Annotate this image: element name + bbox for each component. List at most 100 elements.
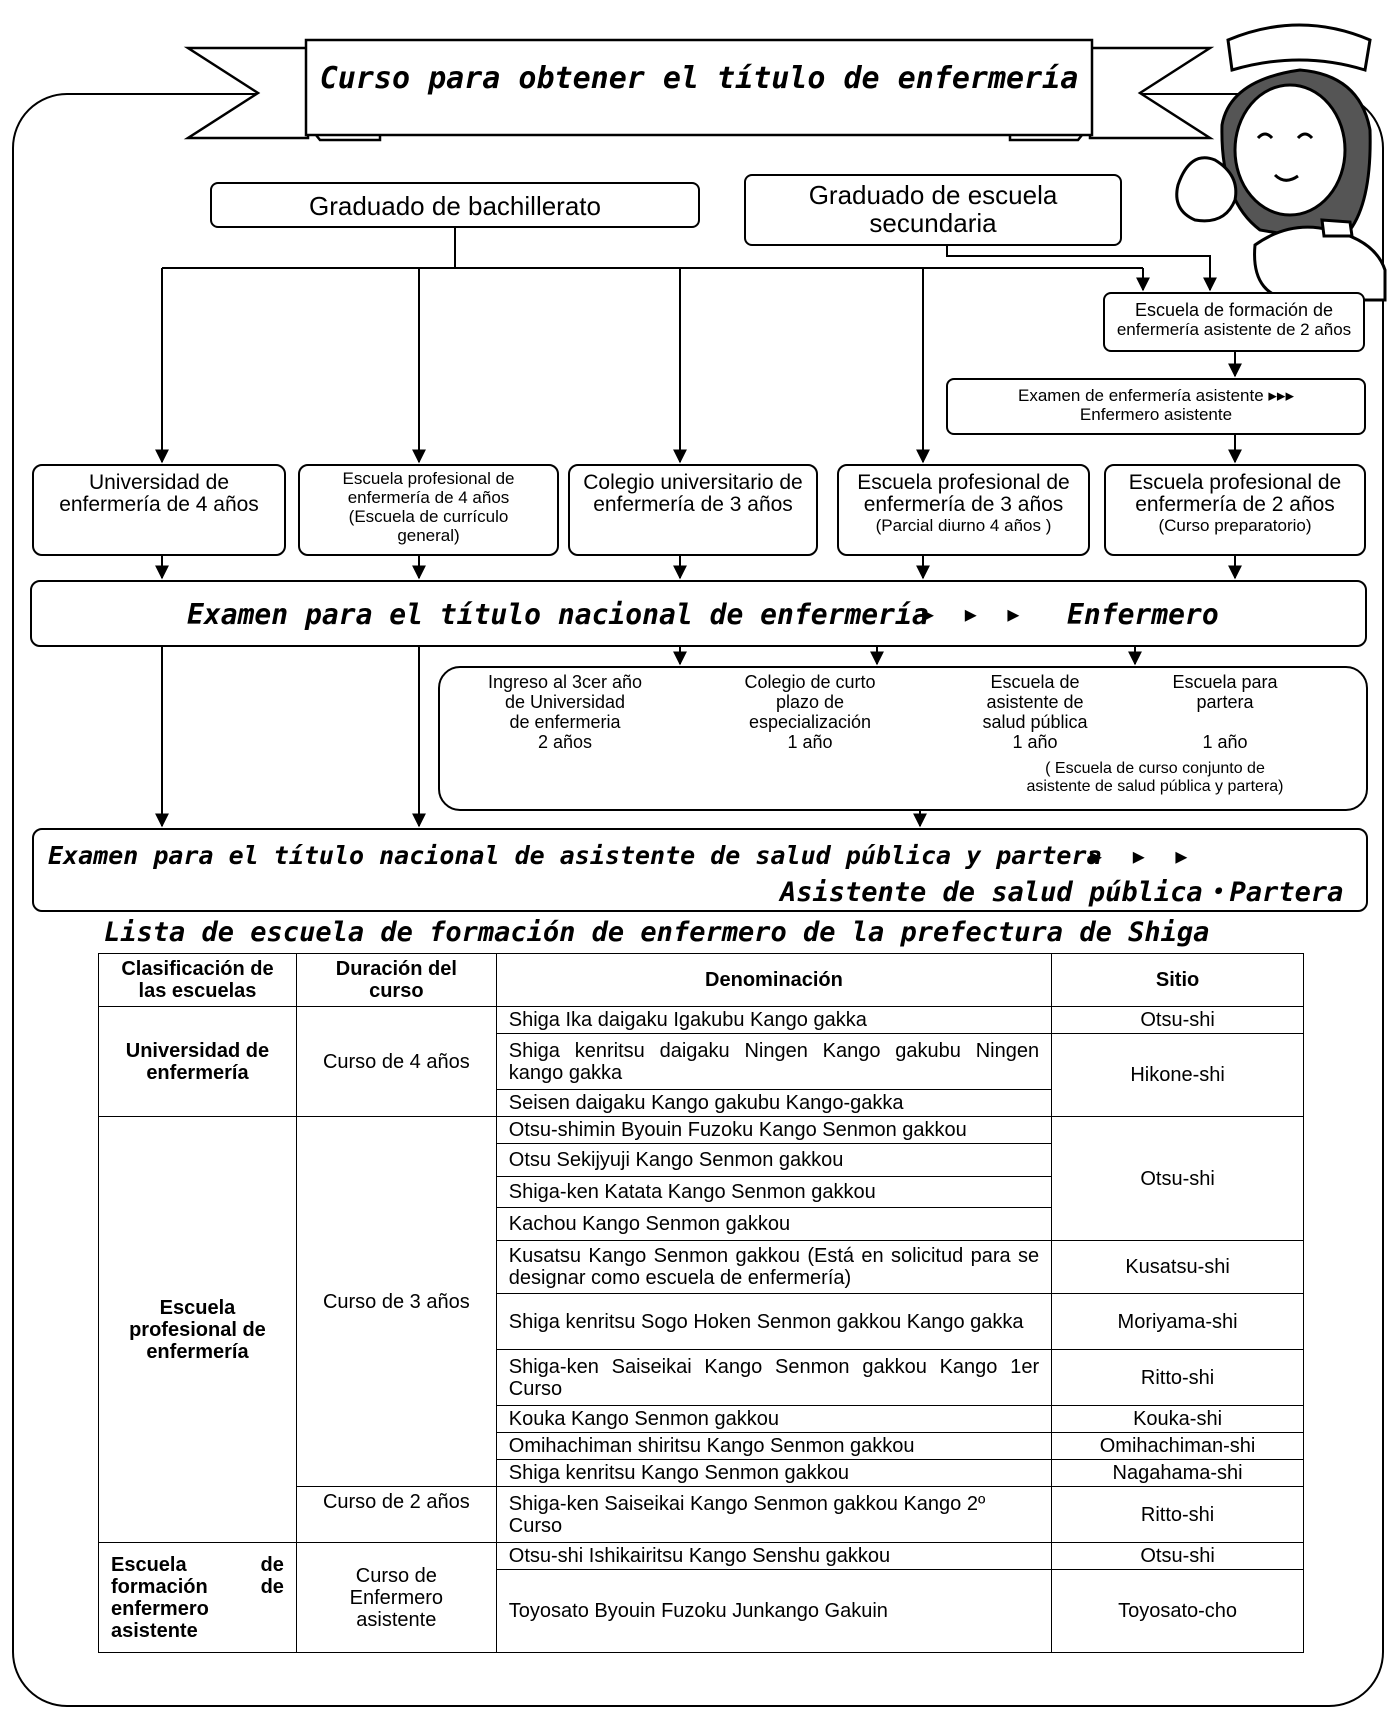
- school-name: Shiga kenritsu Sogo Hoken Senmon gakkou …: [495, 1293, 1053, 1350]
- category-professional: Escuela profesional de enfermería: [98, 1116, 297, 1543]
- school-site: Kusatsu-shi: [1051, 1240, 1304, 1294]
- nurse-illustration: [1175, 23, 1387, 302]
- joint-course-label-2: asistente de salud pública y partera): [1026, 778, 1284, 795]
- school-site: Omihachiman-shi: [1051, 1432, 1304, 1460]
- short-college-label-2: plazo de: [775, 692, 845, 712]
- professional-4yr-label-4: general): [397, 526, 460, 545]
- professional-2yr-box: Escuela profesional de enfermería de 2 a…: [1104, 464, 1366, 556]
- phn-exam-label: Examen para el título nacional de asiste…: [48, 841, 1102, 870]
- table-row: Universidad de enfermería Curso de 4 año…: [98, 1006, 1304, 1117]
- joint-course-note: ( Escuela de curso conjunto de asistente…: [985, 760, 1325, 796]
- school-name: Kusatsu Kango Senmon gakkou (Está en sol…: [495, 1240, 1053, 1294]
- school-name: Shiga kenritsu Kango Senmon gakkou: [495, 1459, 1053, 1487]
- univ-3rd-year-label-1: Ingreso al 3cer año: [487, 672, 643, 692]
- phn-school-label-2: asistente de: [986, 692, 1084, 712]
- professional-3yr-label-1: Escuela profesional de: [857, 471, 1070, 494]
- phn-school-block: Escuela de asistente de salud pública 1 …: [960, 672, 1110, 752]
- phn-exam-result: Asistente de salud pública・Partera: [780, 877, 1344, 908]
- table-header-row: Clasificación de las escuelas Duración d…: [98, 953, 1304, 1007]
- professional-2yr-label-1: Escuela profesional de: [1128, 471, 1342, 494]
- professional-3yr-label-3: (Parcial diurno 4 años ): [875, 516, 1052, 535]
- school-name: Omihachiman shiritsu Kango Senmon gakkou: [495, 1432, 1053, 1460]
- duration-assistant: Curso de Enfermero asistente: [295, 1542, 497, 1653]
- school-site: Ritto-shi: [1051, 1486, 1304, 1543]
- header-classification: Clasificación de las escuelas: [98, 953, 297, 1007]
- phn-school-duration: 1 año: [1012, 732, 1058, 752]
- midwife-school-label-2: partera: [1196, 692, 1254, 712]
- univ-3rd-year-block: Ingreso al 3cer año de Universidad de en…: [460, 672, 670, 752]
- list-title: Lista de escuela de formación de enferme…: [104, 917, 1210, 948]
- assistant-exam-label-2: Enfermero asistente: [1079, 405, 1233, 424]
- assistant-exam-label-1: Examen de enfermería asistente ▸▸▸: [1017, 386, 1294, 405]
- phn-exam-box: [32, 828, 1368, 912]
- school-name: Kouka Kango Senmon gakkou: [495, 1405, 1053, 1433]
- short-college-block: Colegio de curto plazo de especializació…: [710, 672, 910, 752]
- category-assistant: Escuela de formación de enfermero asiste…: [98, 1542, 297, 1653]
- further-studies-box: [438, 666, 1368, 811]
- table-row: Escuela de formación de enfermero asiste…: [98, 1542, 1304, 1653]
- duration-3yr: Curso de 3 años: [295, 1116, 497, 1487]
- assistant-school-label-1: Escuela de formación de: [1134, 300, 1334, 320]
- midwife-school-label-1: Escuela para: [1172, 672, 1278, 692]
- professional-4yr-label-3: (Escuela de currículo: [348, 507, 509, 526]
- univ-3rd-year-label-2: de Universidad: [504, 692, 626, 712]
- college-3yr-label-1: Colegio universitario de: [583, 471, 803, 494]
- category-university: Universidad de enfermería: [98, 1006, 297, 1117]
- midwife-school-block: Escuela para partera 1 año: [1130, 672, 1320, 752]
- school-site: Otsu-shi: [1051, 1116, 1304, 1241]
- highschool-graduate-box: Graduado de bachillerato: [210, 182, 700, 228]
- highschool-graduate-label: Graduado de bachillerato: [309, 191, 601, 221]
- table-row: Omihachiman shiritsu Kango Senmon gakkou…: [99, 1432, 1304, 1460]
- short-college-duration: 1 año: [787, 732, 833, 752]
- professional-2yr-label-3: (Curso preparatorio): [1158, 516, 1312, 535]
- school-name: Shiga-ken Saiseikai Kango Senmon gakkou …: [495, 1349, 1053, 1406]
- header-site: Sitio: [1051, 953, 1304, 1007]
- national-exam-arrows: ▸ ▸ ▸: [922, 601, 1032, 628]
- school-site: Toyosato-cho: [1051, 1569, 1304, 1653]
- secondary-graduate-box: Graduado de escuela secundaria: [744, 174, 1122, 246]
- national-exam-result: Enfermero: [1067, 598, 1219, 631]
- school-site: Ritto-shi: [1051, 1349, 1304, 1406]
- table-row: Curso de 2 años Shiga-ken Saiseikai Kang…: [99, 1486, 1304, 1543]
- school-name: Kachou Kango Senmon gakkou: [495, 1207, 1053, 1241]
- short-college-label-3: especialización: [748, 712, 872, 732]
- university-4yr-label-2: enfermería de 4 años: [59, 493, 259, 516]
- assistant-school-box: Escuela de formación de enfermería asist…: [1103, 292, 1365, 352]
- secondary-graduate-label-2: secundaria: [869, 208, 997, 238]
- table-row: Shiga kenritsu Sogo Hoken Senmon gakkou …: [99, 1293, 1304, 1350]
- university-4yr-box: Universidad de enfermería de 4 años: [32, 464, 286, 556]
- school-name: Shiga-ken Katata Kango Senmon gakkou: [495, 1176, 1053, 1208]
- school-site: Otsu-shi: [1051, 1542, 1304, 1570]
- duration-2yr: Curso de 2 años: [295, 1486, 497, 1543]
- school-name: Otsu-shi Ishikairitsu Kango Senshu gakko…: [495, 1542, 1053, 1570]
- college-3yr-label-2: enfermería de 3 años: [593, 493, 793, 516]
- banner-title: Curso para obtener el título de enfermer…: [319, 61, 1079, 96]
- table-row: Seisen daigaku Kango gakubu Kango-gakka: [99, 1089, 1304, 1117]
- table-row: Shiga-ken Katata Kango Senmon gakkou: [99, 1176, 1304, 1208]
- school-name: Seisen daigaku Kango gakubu Kango-gakka: [495, 1089, 1053, 1117]
- joint-course-label-1: ( Escuela de curso conjunto de: [1045, 760, 1265, 777]
- school-name: Toyosato Byouin Fuzoku Junkango Gakuin: [495, 1569, 1053, 1653]
- table-row: Kachou Kango Senmon gakkou: [99, 1207, 1304, 1241]
- table-row: Toyosato Byouin Fuzoku Junkango Gakuin T…: [99, 1569, 1304, 1653]
- duration-4yr: Curso de 4 años: [295, 1006, 497, 1117]
- table-row: Shiga-ken Saiseikai Kango Senmon gakkou …: [99, 1349, 1304, 1406]
- univ-3rd-year-label-3: de enfermeria: [509, 712, 621, 732]
- professional-2yr-label-2: enfermería de 2 años: [1135, 493, 1335, 516]
- short-college-label-1: Colegio de curto: [744, 672, 876, 692]
- school-name: Shiga-ken Saiseikai Kango Senmon gakkou …: [495, 1486, 1053, 1543]
- college-3yr-box: Colegio universitario de enfermería de 3…: [568, 464, 818, 556]
- professional-4yr-label-1: Escuela profesional de: [342, 469, 515, 488]
- phn-exam-arrows: ▸ ▸ ▸: [1090, 843, 1200, 870]
- school-name: Shiga Ika daigaku Igakubu Kango gakka: [495, 1006, 1053, 1034]
- phn-school-label-3: salud pública: [982, 712, 1088, 732]
- school-site: Otsu-shi: [1051, 1006, 1304, 1034]
- univ-3rd-year-duration: 2 años: [537, 732, 593, 752]
- school-site: Kouka-shi: [1051, 1405, 1304, 1433]
- school-list-table: Clasificación de las escuelas Duración d…: [98, 953, 1304, 1653]
- professional-3yr-box: Escuela profesional de enfermería de 3 a…: [837, 464, 1090, 556]
- professional-4yr-box: Escuela profesional de enfermería de 4 a…: [298, 464, 559, 556]
- school-site: Moriyama-shi: [1051, 1293, 1304, 1350]
- school-name: Shiga kenritsu daigaku Ningen Kango gaku…: [495, 1033, 1053, 1090]
